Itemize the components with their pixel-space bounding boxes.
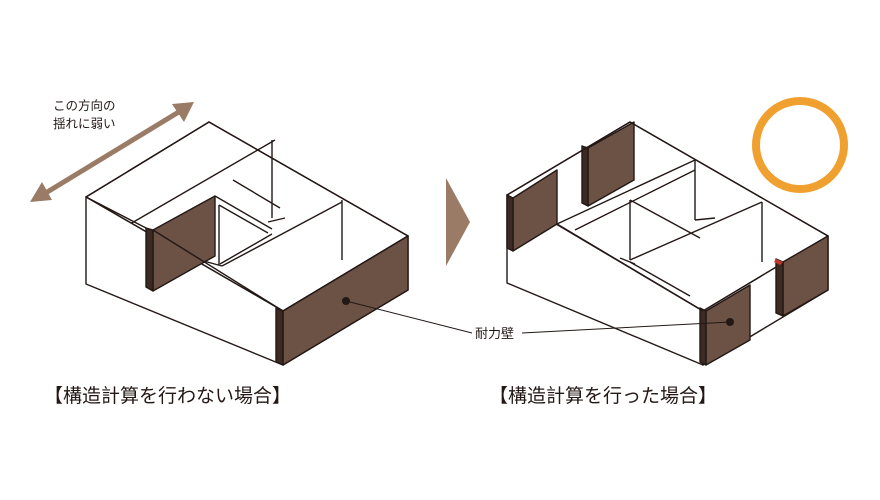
weak-direction-label-line2: 揺れに弱い <box>53 116 116 131</box>
bearing-wall <box>275 307 284 366</box>
caption-with-calculation: 【構造計算を行った場合】 <box>489 385 717 407</box>
bearing-wall <box>145 227 154 292</box>
bearing-wall <box>699 307 707 366</box>
bearing-wall <box>506 194 514 252</box>
bearing-wall <box>775 258 784 317</box>
house-plan-without-calculation <box>85 121 409 366</box>
weak-direction-arrow <box>30 102 194 202</box>
bearing-wall-label: 耐力壁 <box>475 327 514 342</box>
bearing-wall-callout <box>342 297 734 334</box>
next-arrow-icon <box>446 178 470 266</box>
house-plan-with-calculation <box>506 121 829 366</box>
bearing-wall <box>581 145 589 207</box>
weak-direction-label-line1: この方向の <box>53 98 116 113</box>
bearing-wall-edge <box>774 259 783 265</box>
ok-circle-icon <box>752 97 848 193</box>
caption-without-calculation: 【構造計算を行わない場合】 <box>44 385 291 407</box>
